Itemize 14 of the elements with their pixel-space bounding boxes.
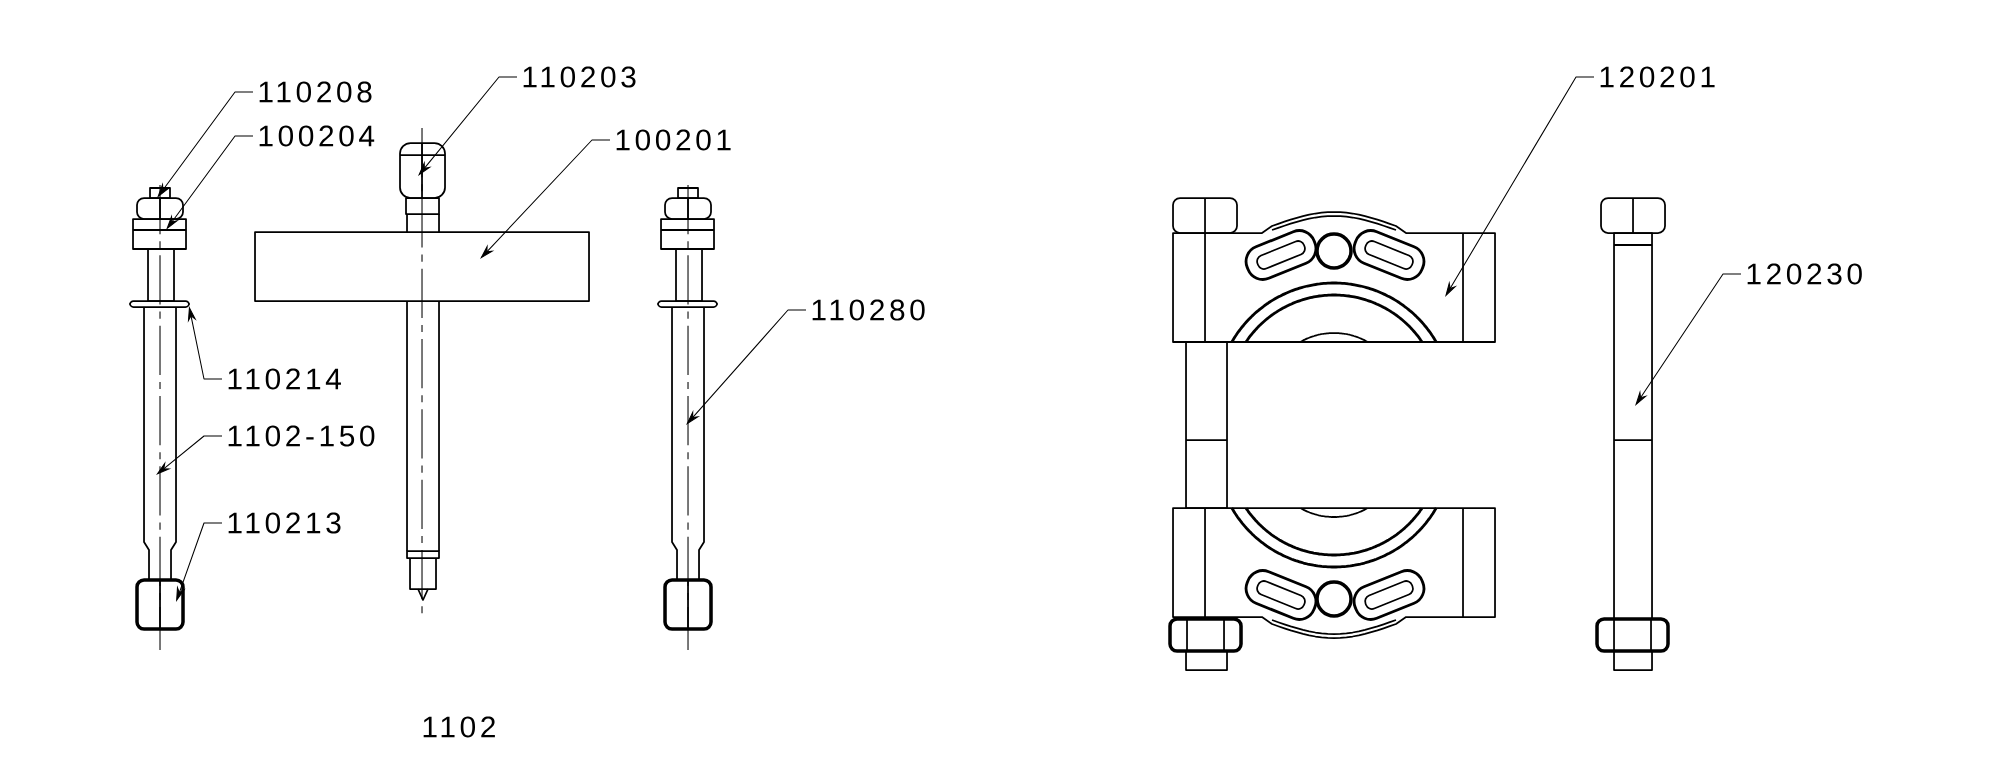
callout-number: 110203 — [523, 66, 636, 88]
callout-number: 110213 — [228, 512, 341, 534]
drawing-number: 1102 — [423, 716, 495, 738]
callout-number: 1102-150 — [228, 425, 375, 447]
callout-number: 100204 — [259, 125, 375, 147]
callout-number: 110280 — [812, 299, 925, 321]
callout-number: 110208 — [259, 81, 372, 103]
callout-number: 110214 — [228, 368, 341, 390]
callout-number: 120201 — [1600, 66, 1715, 88]
leader-line — [418, 76, 518, 176]
callout-number: 100201 — [616, 129, 731, 151]
leader-line — [686, 309, 807, 425]
callout-number: 120230 — [1747, 263, 1862, 285]
leader-line — [480, 139, 611, 259]
